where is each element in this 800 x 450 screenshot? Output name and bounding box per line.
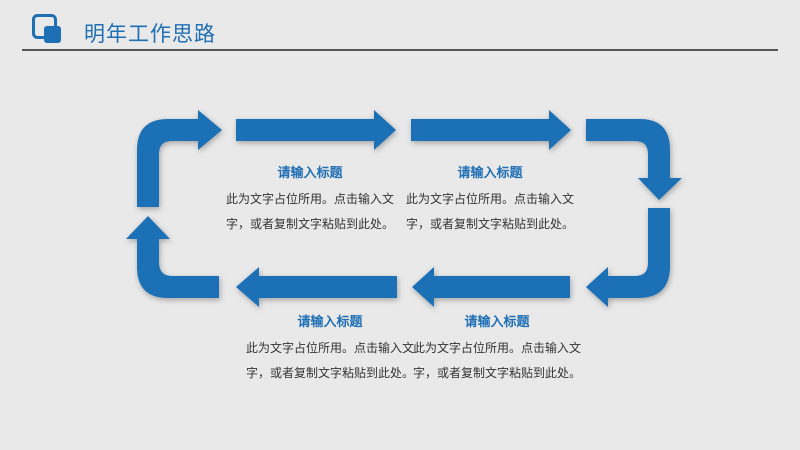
- block-text[interactable]: 此为文字占位所用。点击输入文字，或者复制文字粘贴到此处。: [412, 341, 581, 380]
- block-title[interactable]: 请输入标题: [464, 315, 530, 330]
- arrow-bottom-2: [236, 267, 397, 307]
- arrow-top-right-curve: [586, 119, 682, 200]
- arrow-top-1: [236, 110, 396, 150]
- title-divider: [22, 49, 778, 51]
- page-title: 明年工作思路: [84, 22, 216, 46]
- arrow-bottom-right-curve: [586, 208, 670, 307]
- text-block-2: 请输入标题 此为文字占位所用。点击输入文字，或者复制文字粘贴到此处。: [405, 162, 575, 236]
- arrow-top-left-curve: [137, 110, 222, 207]
- text-block-3: 请输入标题 此为文字占位所用。点击输入文字，或者复制文字粘贴到此处。: [245, 311, 415, 385]
- block-text[interactable]: 此为文字占位所用。点击输入文字，或者复制文字粘贴到此处。: [245, 341, 414, 380]
- logo-icon: [32, 14, 61, 43]
- block-title[interactable]: 请输入标题: [297, 315, 363, 330]
- block-text[interactable]: 此为文字占位所用。点击输入文字，或者复制文字粘贴到此处。: [405, 192, 574, 231]
- arrow-bottom-left-curve: [126, 216, 219, 298]
- arrow-top-2: [411, 110, 571, 150]
- block-title[interactable]: 请输入标题: [457, 166, 523, 181]
- text-block-1: 请输入标题 此为文字占位所用。点击输入文字，或者复制文字粘贴到此处。: [225, 162, 395, 236]
- arrow-bottom-1: [412, 267, 570, 307]
- block-text[interactable]: 此为文字占位所用。点击输入文字，或者复制文字粘贴到此处。: [225, 192, 394, 231]
- block-title[interactable]: 请输入标题: [277, 166, 343, 181]
- text-block-4: 请输入标题 此为文字占位所用。点击输入文字，或者复制文字粘贴到此处。: [412, 311, 582, 385]
